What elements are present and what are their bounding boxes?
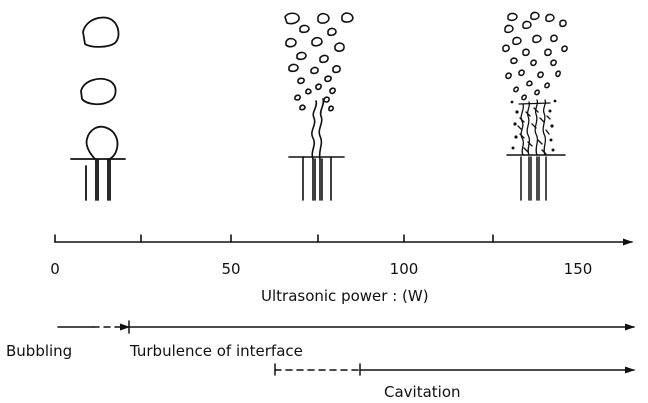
bubbling-sketch: [70, 16, 126, 201]
nozzle-tube: [302, 156, 332, 201]
wavy-jet: [311, 98, 325, 160]
droplet-cloud: [284, 12, 354, 112]
axis-tick-label: 50: [221, 260, 240, 278]
axis-tick-label: 100: [390, 260, 419, 278]
turbulence-sketch: [284, 12, 354, 201]
cavitation-label: Cavitation: [384, 383, 461, 401]
cavitation-column: [517, 99, 551, 156]
cavitation-sketch: [502, 11, 568, 201]
power-axis: [54, 234, 633, 246]
cavitation-range: [274, 363, 635, 376]
axis-label: Ultrasonic power : (W): [261, 287, 429, 305]
axis-tick-label: 0: [50, 260, 60, 278]
cavitation-dots: [510, 99, 557, 152]
bubble-middle: [80, 78, 117, 106]
nozzle-tube: [85, 159, 111, 201]
axis-tick-label: 150: [564, 260, 593, 278]
droplet-cloud: [502, 11, 568, 101]
bubble-top: [82, 16, 120, 48]
nozzle-tube: [520, 156, 547, 201]
turbulence-label: Turbulence of interface: [129, 342, 303, 360]
bubble-forming: [85, 125, 119, 161]
bubbling-label: Bubbling: [6, 342, 72, 360]
turbulence-range: [128, 320, 635, 334]
